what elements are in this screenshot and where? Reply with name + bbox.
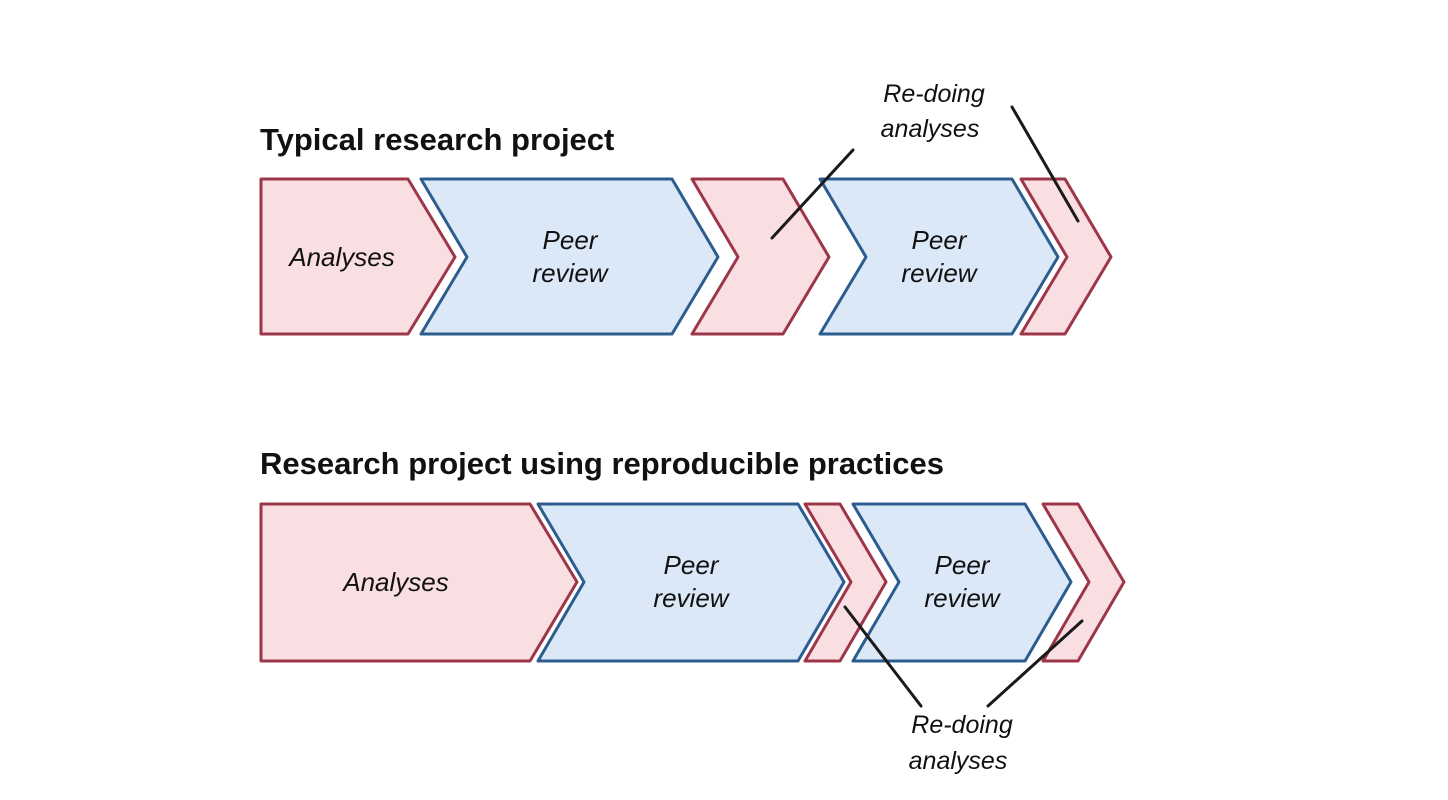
analyses-chevron bbox=[259, 502, 579, 663]
bottom-annotation: Re-doing analyses bbox=[843, 605, 1084, 775]
annotation-pointer-line bbox=[770, 148, 855, 240]
annotation-pointer-line bbox=[843, 605, 923, 708]
analyses-label: Analyses bbox=[287, 242, 395, 272]
top-section: Typical research project Analyses Peer r… bbox=[259, 80, 1113, 336]
top-annotation: Re-doing analyses bbox=[770, 80, 1080, 240]
redo-chevron bbox=[690, 177, 831, 336]
redo-chevron bbox=[803, 502, 888, 663]
annotation-label-line1: Re-doing bbox=[883, 80, 985, 108]
peer-review-chevron bbox=[851, 502, 1073, 663]
annotation-pointer-line bbox=[1010, 105, 1080, 223]
top-arrow-peer-review-1: Peer review bbox=[419, 177, 720, 336]
bottom-section: Research project using reproducible prac… bbox=[259, 446, 1126, 775]
annotation-label-line2: analyses bbox=[909, 747, 1008, 775]
top-arrow-redo-2 bbox=[1019, 177, 1113, 336]
top-arrow-peer-review-2: Peer review bbox=[818, 177, 1060, 336]
peer-review-label-line1: Peer bbox=[912, 225, 968, 255]
peer-review-chevron bbox=[818, 177, 1060, 336]
top-arrow-redo-1 bbox=[690, 177, 831, 336]
peer-review-label-line2: review bbox=[924, 583, 1001, 613]
top-arrow-analyses: Analyses bbox=[259, 177, 457, 336]
peer-review-chevron bbox=[536, 502, 846, 663]
redo-chevron bbox=[1019, 177, 1113, 336]
analyses-label: Analyses bbox=[341, 567, 449, 597]
redo-chevron bbox=[1041, 502, 1126, 663]
peer-review-label-line1: Peer bbox=[664, 550, 720, 580]
peer-review-label-line2: review bbox=[901, 258, 978, 288]
annotation-pointer-line bbox=[986, 619, 1084, 708]
section-title-typical: Typical research project bbox=[260, 122, 614, 157]
bottom-arrow-analyses: Analyses bbox=[259, 502, 579, 663]
annotation-label-line1: Re-doing bbox=[911, 711, 1013, 739]
section-title-reproducible: Research project using reproducible prac… bbox=[260, 446, 944, 481]
annotation-label-line2: analyses bbox=[881, 115, 980, 143]
peer-review-chevron bbox=[419, 177, 720, 336]
peer-review-label-line2: review bbox=[532, 258, 609, 288]
bottom-arrow-redo-1 bbox=[803, 502, 888, 663]
analyses-chevron bbox=[259, 177, 457, 336]
bottom-arrow-peer-review-1: Peer review bbox=[536, 502, 846, 663]
bottom-arrow-peer-review-2: Peer review bbox=[851, 502, 1073, 663]
peer-review-label-line2: review bbox=[653, 583, 730, 613]
bottom-arrow-redo-2 bbox=[1041, 502, 1126, 663]
peer-review-label-line1: Peer bbox=[543, 225, 599, 255]
peer-review-label-line1: Peer bbox=[935, 550, 991, 580]
